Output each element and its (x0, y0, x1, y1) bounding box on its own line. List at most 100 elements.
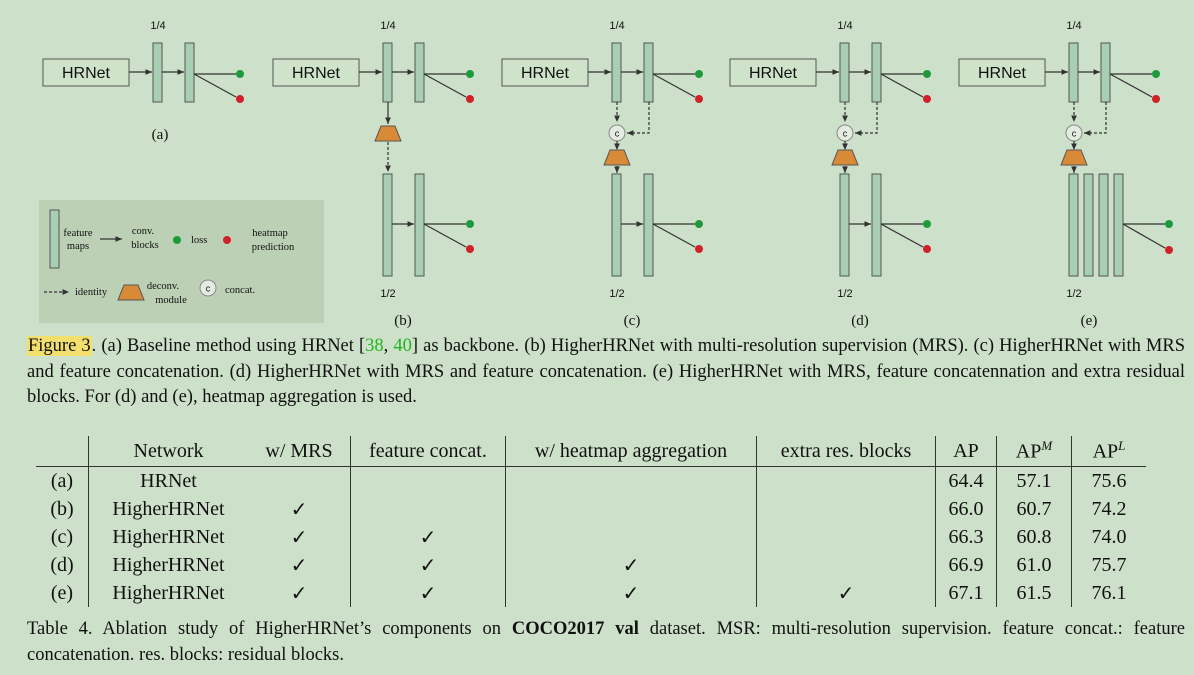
resolution-label-quarter: 1/4 (837, 20, 852, 32)
table-cell: 66.9 (935, 551, 997, 579)
table-cell (505, 523, 757, 551)
residual-block (1098, 173, 1109, 277)
table-cell (756, 523, 936, 551)
table-caption-text-2: dataset. MSR: multi-resolution supervisi… (27, 619, 1185, 665)
table-cell: ✓ (350, 551, 506, 579)
citation-link-38[interactable]: 38 (365, 336, 384, 356)
table-cell: ✓ (290, 554, 308, 577)
feature-map-stage1 (1068, 42, 1079, 103)
conv-to-heatmap-line (1109, 73, 1153, 98)
table-cell: (e) (50, 581, 74, 604)
residual-block (1113, 173, 1124, 277)
feature-map-stage1 (839, 42, 850, 103)
concat-node (199, 279, 217, 297)
legend-heatmap-dot (223, 236, 231, 244)
table-cell: (c) (50, 525, 74, 548)
table-cell: 74.0 (1071, 523, 1146, 551)
figure-label: Figure 3 (27, 336, 92, 356)
table-cell: (b) (50, 497, 74, 520)
header-cell (36, 436, 89, 467)
header-mrs: w/ MRS (248, 436, 351, 467)
architecture-diagram: HRNet1/4(a)HRNet1/41/2(b)HRNet1/4c1/2(c)… (39, 20, 1173, 329)
conv-to-heatmap-line (423, 223, 467, 248)
legend-heatmap-text: heatmap (252, 228, 288, 239)
heatmap-dot (466, 95, 474, 103)
feature-map-stage2 (1100, 42, 1111, 103)
hrnet-block (272, 58, 360, 87)
conv-to-heatmap-line (1122, 223, 1166, 249)
resolution-label-quarter: 1/4 (1066, 20, 1081, 32)
legend-identity-text: identity (75, 287, 108, 298)
table-cell: 67.1 (935, 579, 997, 607)
resolution-label-quarter: 1/4 (609, 20, 624, 32)
legend-concat-text: concat. (225, 285, 255, 296)
table-cell: HigherHRNet (88, 551, 248, 579)
table-cell (505, 495, 757, 523)
concat-symbol: c (843, 129, 848, 139)
table-cell: 60.7 (996, 495, 1072, 523)
caption-text-1: . (a) Baseline method using HRNet [ (91, 336, 366, 356)
table-cell: ✓ (505, 579, 757, 607)
deconv-module (831, 149, 859, 166)
concat-feedback-arrow (855, 102, 878, 136)
heatmap-dot (695, 245, 703, 253)
hrnet-block (501, 58, 589, 87)
hrnet-block-label: HRNet (521, 65, 570, 82)
hrnet-block-label: HRNet (749, 65, 798, 82)
conv-to-heatmap-line (880, 223, 924, 248)
panel-label: (d) (851, 313, 869, 329)
table-cell (350, 495, 506, 523)
table-caption: Table 4. Ablation study of HigherHRNet’s… (27, 617, 1185, 668)
legend-deconv-text: module (155, 295, 187, 306)
conv-to-heatmap-line (423, 73, 467, 98)
header-ap-m: APM (996, 436, 1072, 467)
loss-dot (923, 70, 931, 78)
panel-label: (c) (624, 313, 641, 329)
deconv-module (374, 125, 402, 142)
header-ap: AP (935, 436, 997, 467)
concat-feedback-arrow (1084, 102, 1107, 136)
table-caption-dataset: COCO2017 val (511, 619, 639, 639)
table-cell: HigherHRNet (88, 495, 248, 523)
deconv-module (1060, 149, 1088, 166)
header-heatmap-aggregation: w/ heatmap aggregation (505, 436, 757, 467)
concat-symbol: c (206, 284, 211, 294)
legend-feature-text: maps (67, 241, 89, 252)
header-network: Network (88, 436, 248, 467)
table-cell: HigherHRNet (88, 579, 248, 607)
feature-map-lower-stage1 (839, 173, 850, 277)
table-cell: 66.3 (935, 523, 997, 551)
conv-to-heatmap-line (652, 223, 696, 248)
resolution-label-half: 1/2 (1066, 288, 1081, 300)
table-cell: ✓ (756, 579, 936, 607)
loss-dot (236, 70, 244, 78)
table-cell (756, 551, 936, 579)
resolution-label-quarter: 1/4 (380, 20, 395, 32)
table-cell: 75.7 (1071, 551, 1146, 579)
citation-link-40[interactable]: 40 (393, 336, 412, 356)
table-cell: ✓ (290, 582, 308, 605)
table-cell: 57.1 (996, 466, 1072, 495)
table-cell: 61.5 (996, 579, 1072, 607)
resolution-label-half: 1/2 (380, 288, 395, 300)
legend-deconv-text: deconv. (147, 281, 179, 292)
feature-map-lower-stage2 (414, 173, 425, 277)
loss-dot (1152, 70, 1160, 78)
table-cell: ✓ (505, 551, 757, 579)
residual-block (1083, 173, 1094, 277)
table-cell (350, 466, 506, 495)
feature-map-stage2 (871, 42, 882, 103)
feature-map-lower-stage2 (871, 173, 882, 277)
table-cell: HRNet (88, 466, 248, 495)
table-cell: ✓ (350, 579, 506, 607)
feature-map-stage1 (611, 42, 622, 103)
legend-loss-text: loss (191, 235, 207, 246)
panel-label: (b) (394, 313, 412, 329)
figure-caption: Figure 3. (a) Baseline method using HRNe… (27, 334, 1185, 411)
table-caption-text-1: Table 4. Ablation study of HigherHRNet’s… (27, 619, 512, 639)
heatmap-dot (695, 95, 703, 103)
table-cell: 64.4 (935, 466, 997, 495)
